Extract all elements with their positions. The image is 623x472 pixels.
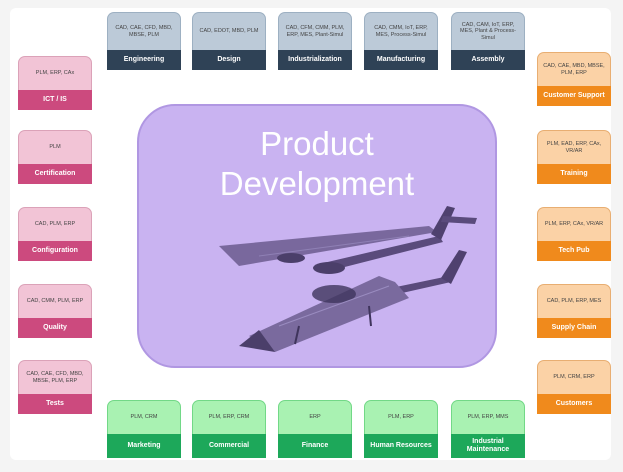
- card-tech-pub: PLM, ERP, CAx, VR/AR Tech Pub: [537, 207, 611, 261]
- card-tests: CAD, CAE, CFD, MBD, MBSE, PLM, ERP Tests: [18, 360, 92, 414]
- card-label: Industrialization: [278, 50, 352, 70]
- card-assembly: CAD, CAM, IoT, ERP, MES, Plant & Process…: [451, 12, 525, 70]
- card-customers: PLM, CRM, ERP Customers: [537, 360, 611, 414]
- card-label: Assembly: [451, 50, 525, 70]
- card-engineering: CAD, CAE, CFD, MBD, MBSE, PLM Engineerin…: [107, 12, 181, 70]
- card-finance: ERP Finance: [278, 400, 352, 458]
- card-customer-support: CAD, CAE, MBD, MBSE, PLM, ERP Customer S…: [537, 52, 611, 106]
- card-body: PLM: [18, 130, 92, 164]
- card-body: CAD, CMM, PLM, ERP: [18, 284, 92, 318]
- center-title: Product Development: [139, 124, 495, 204]
- card-label: Engineering: [107, 50, 181, 70]
- center-title-line1: Product: [260, 125, 374, 162]
- card-body: CAD, CAE, CFD, MBD, MBSE, PLM: [107, 12, 181, 50]
- card-label: Quality: [18, 318, 92, 338]
- card-body: CAD, CAE, MBD, MBSE, PLM, ERP: [537, 52, 611, 86]
- card-certification: PLM Certification: [18, 130, 92, 184]
- card-body: ERP: [278, 400, 352, 434]
- card-body: CAD, CMM, IoT, ERP, MES, Process-Simul: [364, 12, 438, 50]
- card-body: CAD, PLM, ERP, MES: [537, 284, 611, 318]
- card-body: PLM, ERP, MMS: [451, 400, 525, 434]
- card-body: PLM, ERP, CAx: [18, 56, 92, 90]
- card-body: PLM, CRM, ERP: [537, 360, 611, 394]
- card-human-resources: PLM, ERP Human Resources: [364, 400, 438, 458]
- card-quality: CAD, CMM, PLM, ERP Quality: [18, 284, 92, 338]
- card-label: ICT / IS: [18, 90, 92, 110]
- card-marketing: PLM, CRM Marketing: [107, 400, 181, 458]
- card-body: CAD, EDOT, MBD, PLM: [192, 12, 266, 50]
- card-label: Human Resources: [364, 434, 438, 458]
- card-body: PLM, ERP: [364, 400, 438, 434]
- card-industrialization: CAD, CFM, CMM, PLM, ERP, MES, Plant-Simu…: [278, 12, 352, 70]
- card-label: Configuration: [18, 241, 92, 261]
- card-supply-chain: CAD, PLM, ERP, MES Supply Chain: [537, 284, 611, 338]
- card-training: PLM, EAD, ERP, CAx, VR/AR Training: [537, 130, 611, 184]
- card-body: PLM, EAD, ERP, CAx, VR/AR: [537, 130, 611, 164]
- card-industrial-maintenance: PLM, ERP, MMS Industrial Maintenance: [451, 400, 525, 458]
- card-design: CAD, EDOT, MBD, PLM Design: [192, 12, 266, 70]
- card-label: Tech Pub: [537, 241, 611, 261]
- card-ict-is: PLM, ERP, CAx ICT / IS: [18, 56, 92, 110]
- card-label: Design: [192, 50, 266, 70]
- card-body: CAD, CAE, CFD, MBD, MBSE, PLM, ERP: [18, 360, 92, 394]
- card-label: Manufacturing: [364, 50, 438, 70]
- card-label: Marketing: [107, 434, 181, 458]
- center-title-line2: Development: [219, 165, 415, 202]
- card-body: CAD, PLM, ERP: [18, 207, 92, 241]
- card-label: Commercial: [192, 434, 266, 458]
- card-label: Supply Chain: [537, 318, 611, 338]
- card-label: Finance: [278, 434, 352, 458]
- product-development-panel: Product Development: [137, 104, 497, 368]
- card-manufacturing: CAD, CMM, IoT, ERP, MES, Process-Simul M…: [364, 12, 438, 70]
- card-label: Training: [537, 164, 611, 184]
- card-label: Tests: [18, 394, 92, 414]
- card-label: Certification: [18, 164, 92, 184]
- card-body: CAD, CFM, CMM, PLM, ERP, MES, Plant-Simu…: [278, 12, 352, 50]
- card-label: Customers: [537, 394, 611, 414]
- card-body: PLM, ERP, CRM: [192, 400, 266, 434]
- card-commercial: PLM, ERP, CRM Commercial: [192, 400, 266, 458]
- aircraft-illustration-icon: [219, 206, 477, 352]
- card-label: Industrial Maintenance: [451, 434, 525, 458]
- card-label: Customer Support: [537, 86, 611, 106]
- card-body: CAD, CAM, IoT, ERP, MES, Plant & Process…: [451, 12, 525, 50]
- card-body: PLM, CRM: [107, 400, 181, 434]
- card-body: PLM, ERP, CAx, VR/AR: [537, 207, 611, 241]
- card-configuration: CAD, PLM, ERP Configuration: [18, 207, 92, 261]
